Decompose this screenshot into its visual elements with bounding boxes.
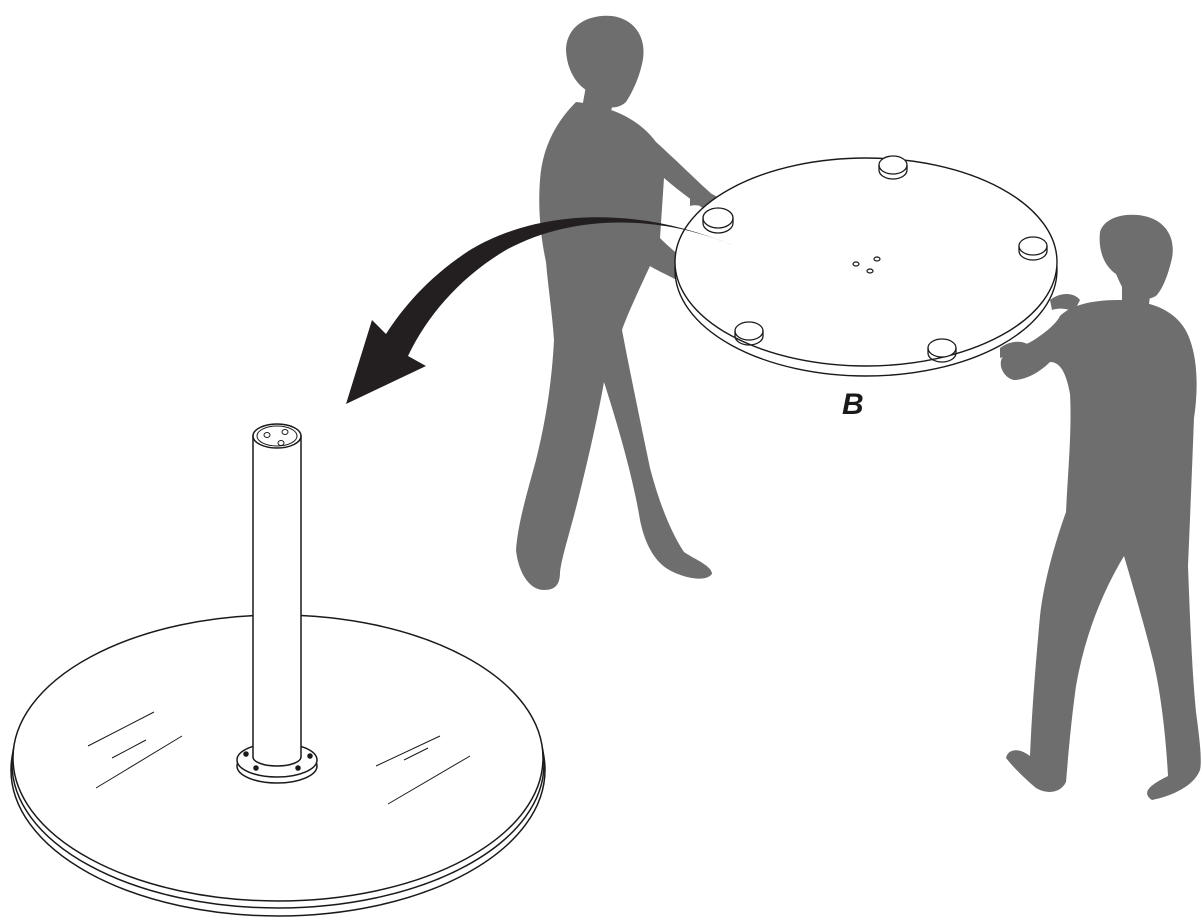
part-label-b: B (842, 388, 864, 421)
person-right-silhouette (1000, 214, 1201, 800)
tabletop-center-holes (852, 256, 881, 274)
curved-arrow-icon (346, 217, 734, 404)
round-tabletop (674, 155, 1058, 377)
table-base-column (10, 423, 546, 917)
column-top-holes (263, 429, 289, 446)
base-glare-lines (87, 711, 471, 805)
tabletop-mounting-pads (702, 155, 1048, 363)
